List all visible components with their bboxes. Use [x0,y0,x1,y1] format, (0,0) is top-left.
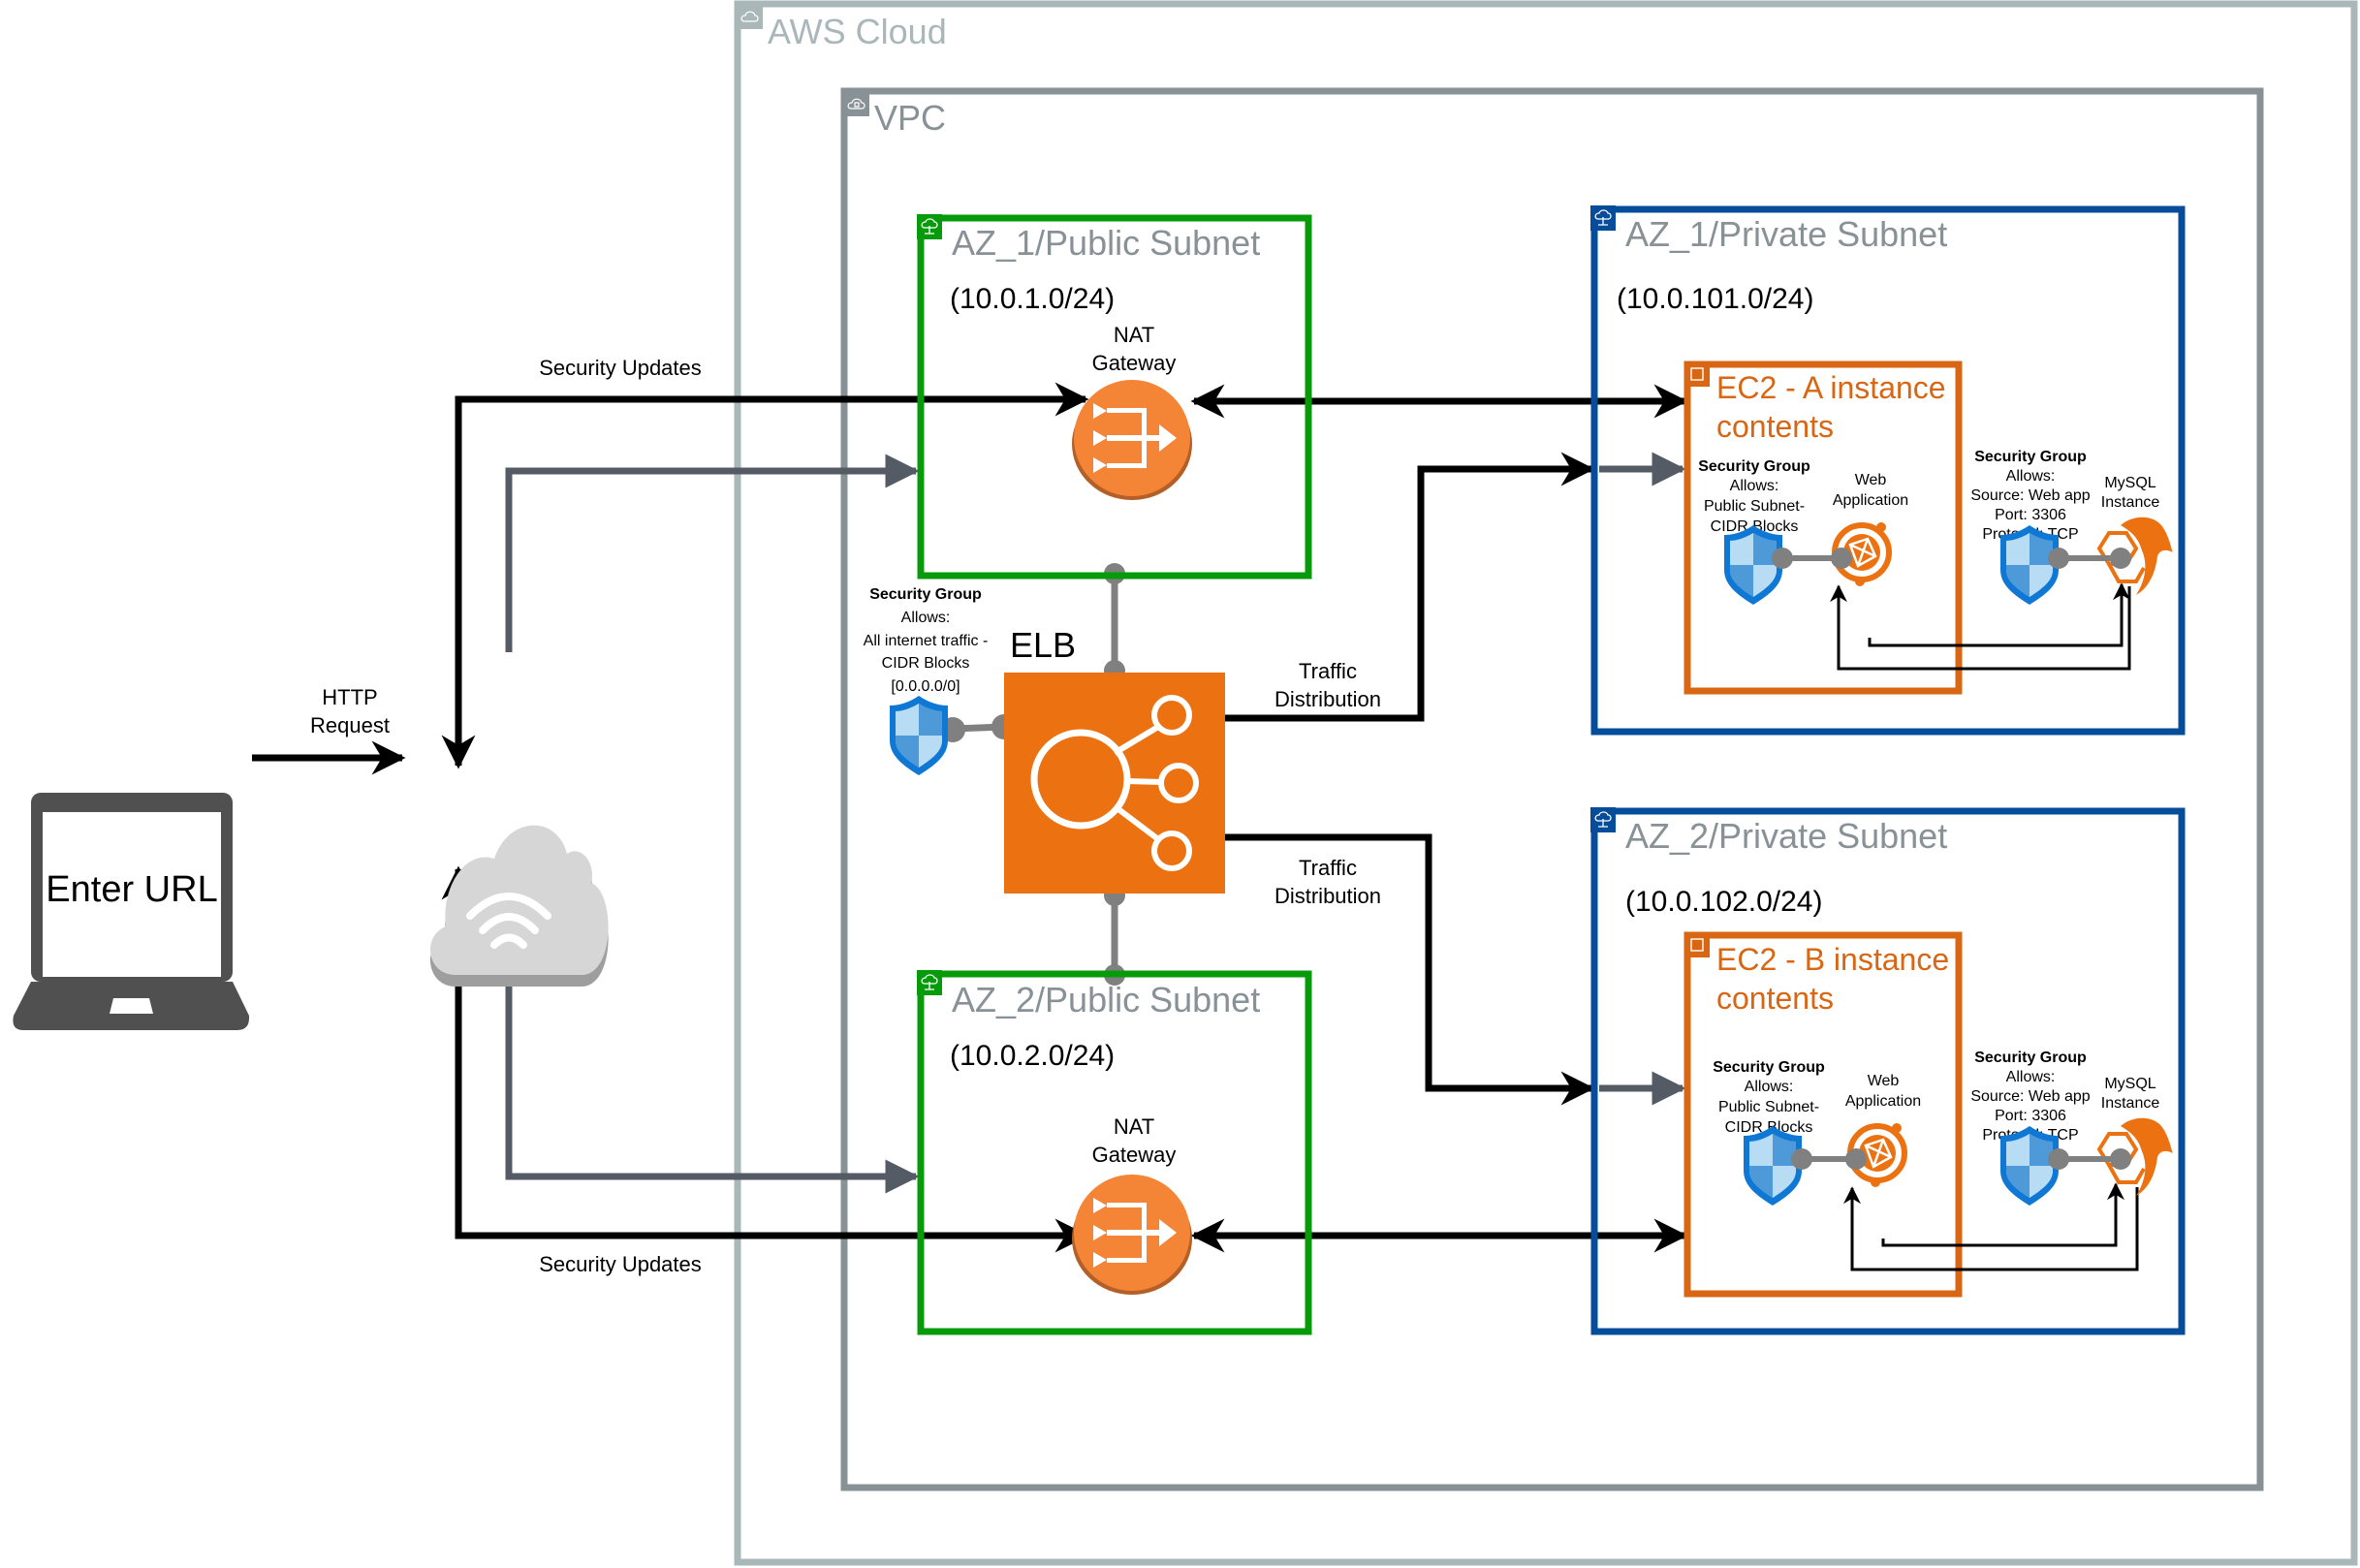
internet-cloud[interactable] [429,825,609,987]
public-subnet-az1: AZ_1/Public Subnet (10.0.1.0/24) NAT Gat… [916,213,1312,580]
web-app-label: Web [1855,472,1887,488]
db-sg-line: Allows: [2006,1069,2056,1085]
public-subnet-1-title: AZ_1/Public Subnet [952,223,1260,263]
db-sg-heading: Security Group [1974,449,2087,465]
private-subnet-az1: AZ_1/Private Subnet (10.0.101.0/24) EC2 … [1589,204,2186,736]
public-subnet-2-cidr: (10.0.2.0/24) [950,1040,1115,1072]
ec2-chip-icon [1683,931,1711,958]
nat-gateway-icon[interactable] [1072,1175,1192,1295]
traffic-distribution-label-1b: Distribution [1274,687,1381,711]
db-sg-heading: Security Group [1974,1050,2087,1066]
db-to-web-arrow [1843,1186,2139,1271]
ec2-instance-a: EC2 - A instance contents [1683,361,1963,695]
elb-security-group: Security Group Allows: All internet traf… [864,586,989,775]
nat-gateway-2-label: NAT [1114,1114,1154,1139]
web-sg-line: Public Subnet- [1704,498,1805,515]
shield-icon [2000,1126,2059,1206]
ec2-a-title: EC2 - A instance [1716,370,1946,405]
db-sg-line: Source: Web app [1970,487,2090,504]
traffic-distribution-label-2b: Distribution [1274,884,1381,908]
private-subnet-az2: AZ_2/Private Subnet (10.0.102.0/24) EC2 … [1589,806,2186,1335]
cloud-icon [740,11,759,22]
vpc-lock-icon [847,98,865,110]
security-updates-top-arrow [441,382,1089,769]
elb-title: ELB [1010,625,1076,665]
public-subnet-2-title: AZ_2/Public Subnet [952,980,1260,1019]
nat-gateway-icon[interactable] [1072,380,1192,500]
elb-sg-line: [0.0.0.0/0] [891,678,960,695]
web-to-db-arrow [1868,582,2130,647]
traffic-distribution-label-1: Traffic [1299,659,1357,683]
aws-cloud-group: AWS Cloud [734,0,2358,1566]
connections [252,382,1688,1253]
mysql-label: MySQL [2104,1076,2155,1092]
elb-sg-line: All internet traffic - [864,633,989,649]
mysql-label-2: Instance [2101,494,2160,511]
security-updates-label-bottom: Security Updates [539,1252,702,1276]
web-sg-line: Public Subnet- [1718,1099,1819,1115]
shield-icon [2000,525,2059,605]
ec2-b-title-2: contents [1716,981,1834,1016]
db-to-web-arrow [1830,584,2131,671]
private-subnet-2-title: AZ_2/Private Subnet [1625,816,1947,856]
ec2-a-title-2: contents [1716,409,1834,444]
ec2-instance-b: EC2 - B instance contents [1683,931,1963,1298]
elb-sg-heading: Security Group [869,586,982,603]
public-subnet-1-cidr: (10.0.1.0/24) [950,283,1115,315]
web-sg-heading: Security Group [1713,1059,1825,1076]
db-sg-line: Allows: [2006,468,2056,485]
web-app-label: Web [1868,1073,1900,1089]
aws-cloud-title: AWS Cloud [768,12,947,51]
subnet-icon [1589,204,1617,232]
security-updates-bottom-arrow [441,865,1089,1253]
subnet-icon [1589,806,1617,833]
traffic-distribution-2-arrow [1225,833,1595,1106]
db-sg-line: Port: 3306 [1995,507,2066,523]
subnet-icon [916,969,943,996]
db-sg-line: Source: Web app [1970,1088,2090,1105]
mysql-label: MySQL [2104,475,2155,491]
subnet-icon [916,213,943,240]
private-subnet-2-cidr: (10.0.102.0/24) [1625,886,1822,918]
web-app-label-2: Application [1833,492,1908,509]
nat-gateway-1-label-2: Gateway [1092,351,1177,375]
laptop-client[interactable]: Enter URL [13,793,250,1030]
http-request-label-2: Request [310,713,390,737]
ec2-chip-icon [1683,361,1711,388]
http-request-label: HTTP [322,685,377,709]
nat-gateway-2-label-2: Gateway [1092,1143,1177,1167]
web-sg-line: Allows: [1745,1079,1794,1095]
traffic-distribution-1-arrow [1225,452,1595,722]
db-sg-line: Port: 3306 [1995,1108,2066,1124]
shield-icon [890,696,948,775]
shield-icon [1744,1126,1802,1206]
web-sg-line: CIDR Blocks [1725,1119,1813,1136]
vpc-group: VPC [840,87,2264,1491]
traffic-distribution-label-2: Traffic [1299,856,1357,880]
elb[interactable]: ELB [1004,625,1225,894]
wifi-icon [466,893,551,920]
gray-arrow-to-public-subnet-1 [505,454,920,652]
ec2-b-title: EC2 - B instance [1716,942,1949,977]
security-updates-label-top: Security Updates [539,356,702,380]
shield-icon [1724,525,1782,605]
web-sg-line: Allows: [1730,478,1779,494]
private-subnet-1-title: AZ_1/Private Subnet [1625,214,1947,254]
private-subnet-1-cidr: (10.0.101.0/24) [1617,283,1813,315]
elb-sg-line: Allows: [901,610,951,626]
nat-gateway-1-label: NAT [1114,323,1154,347]
enter-url-text: Enter URL [46,869,217,910]
web-app-label-2: Application [1845,1093,1921,1110]
mysql-label-2: Instance [2101,1095,2160,1112]
web-to-db-arrow [1881,1182,2124,1247]
web-sg-heading: Security Group [1698,458,1810,475]
elb-sg-line: CIDR Blocks [882,655,970,672]
public-subnet-az2: AZ_2/Public Subnet (10.0.2.0/24) NAT Gat… [916,969,1312,1335]
vpc-title: VPC [874,98,946,138]
